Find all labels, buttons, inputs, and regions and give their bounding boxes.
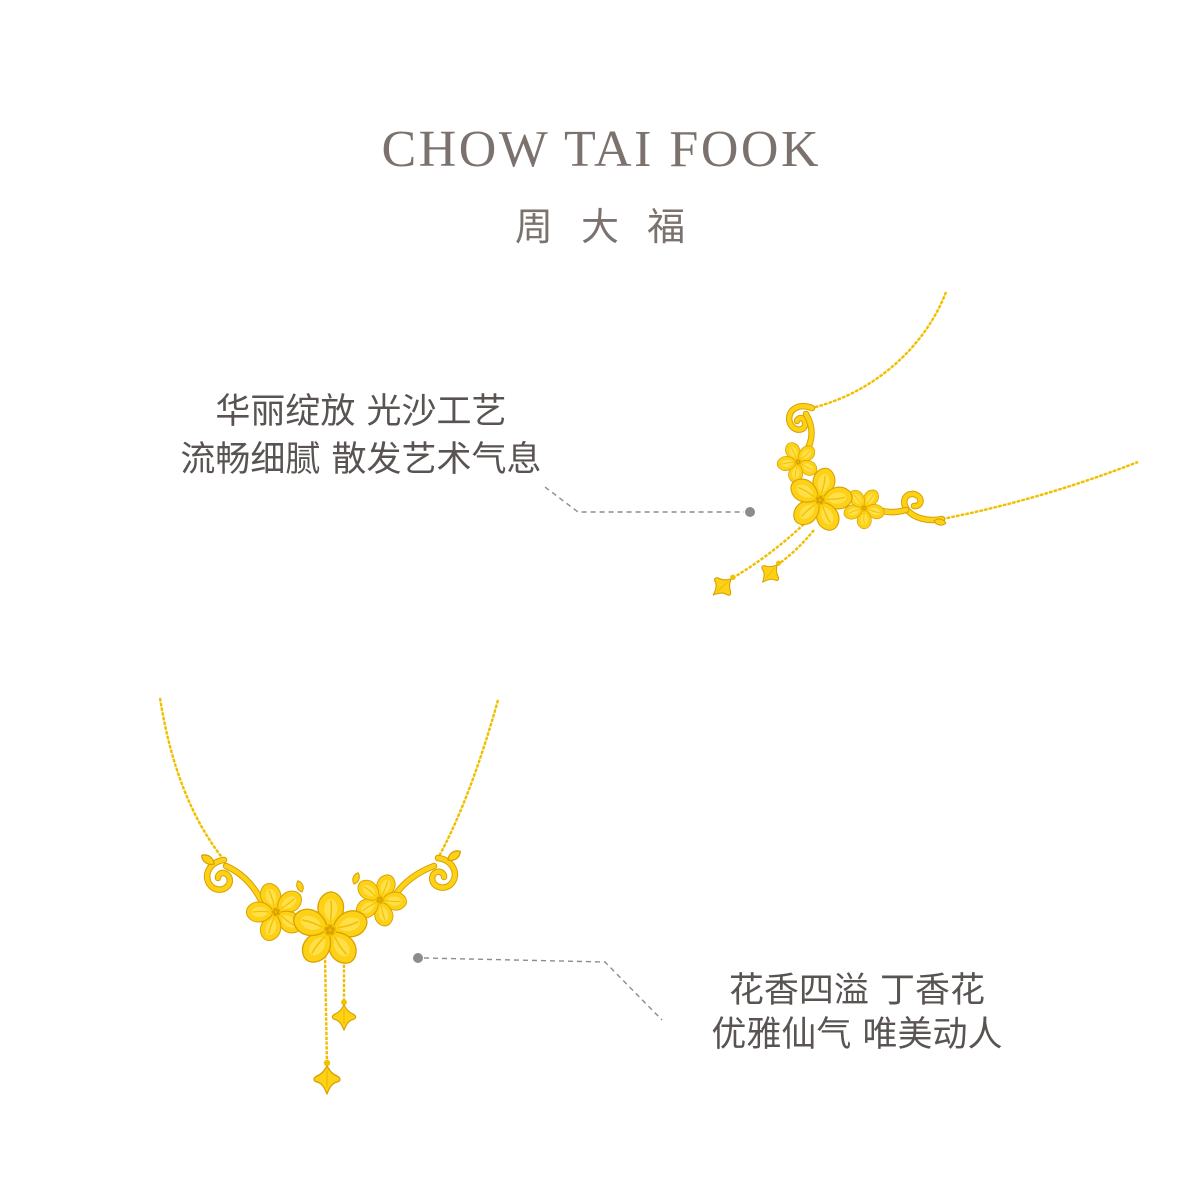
tassel-chains xyxy=(730,523,815,581)
callout-leader-line-1 xyxy=(544,486,755,517)
callout-leader-line-2 xyxy=(413,953,663,1021)
leader-dot xyxy=(413,953,423,963)
necklace-chain-left xyxy=(158,697,225,861)
callout-line: 华丽绽放 光沙工艺 xyxy=(215,392,507,432)
necklace-chain-right xyxy=(436,699,500,859)
pendant-drop xyxy=(753,553,789,590)
necklace-chain-upper xyxy=(811,291,948,410)
pendant-drop xyxy=(313,1059,341,1095)
necklace-side-view-image xyxy=(705,291,1139,604)
callout-line: 流畅细腻 散发艺术气息 xyxy=(180,440,542,480)
callout-line: 花香四溢 丁香花 xyxy=(728,971,986,1011)
brand-logo-chinese: 周 大 福 xyxy=(514,205,694,249)
callout-craftsmanship: 华丽绽放 光沙工艺 流畅细腻 散发艺术气息 xyxy=(161,388,561,484)
pendant-drop xyxy=(705,566,743,604)
necklace-chain-right xyxy=(941,460,1139,521)
leaf-charm xyxy=(294,879,306,894)
tassel-chains xyxy=(323,954,346,1067)
callout-line: 优雅仙气 唯美动人 xyxy=(711,1015,1003,1055)
leader-dot xyxy=(745,507,755,517)
callout-lilac-design: 花香四溢 丁香花 优雅仙气 唯美动人 xyxy=(657,969,1057,1057)
scroll-ornament-right xyxy=(392,847,464,898)
scroll-ornament-left xyxy=(198,851,266,906)
necklace-front-view-image xyxy=(158,697,500,1095)
pendant-drop xyxy=(331,998,357,1031)
brand-logo-english: CHOW TAI FOOK xyxy=(381,121,822,178)
